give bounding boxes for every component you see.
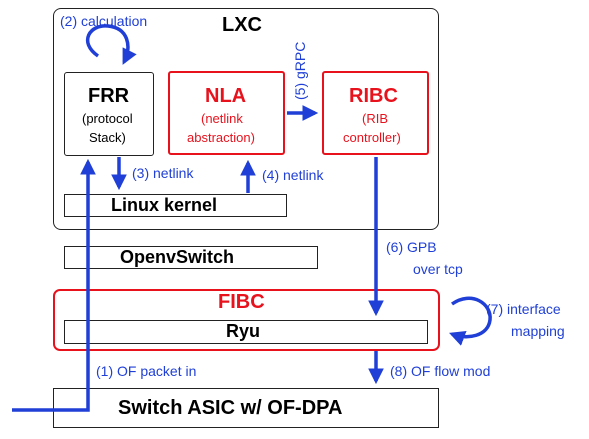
step-label-of-flow-mod: (8) OF flow mod <box>390 363 491 379</box>
frr-title: FRR <box>88 85 130 107</box>
nla-box <box>168 71 285 155</box>
step-label-of-packet-in: (1) OF packet in <box>96 363 197 379</box>
frr-box <box>64 72 154 156</box>
nla-title: NLA <box>205 85 247 107</box>
step-label-interface-mapping-line1: (7) interface <box>486 301 561 317</box>
switch-asic-title: Switch ASIC w/ OF-DPA <box>118 397 343 419</box>
frr-subtitle-line1: (protocol <box>82 111 133 126</box>
fibc-title: FIBC <box>218 291 265 313</box>
step-label-gpb-line2: over tcp <box>413 261 463 277</box>
nla-subtitle-line2: abstraction) <box>187 130 255 145</box>
openvswitch-title: OpenvSwitch <box>120 247 235 267</box>
frr-subtitle-line2: Stack) <box>89 130 126 145</box>
ribc-subtitle-line2: controller) <box>343 130 401 145</box>
lxc-title: LXC <box>222 14 262 36</box>
ribc-subtitle-line1: (RIB <box>362 111 388 126</box>
ribc-title: RIBC <box>349 85 398 107</box>
arrow-interface-mapping-loop <box>449 296 492 346</box>
step-label-netlink-3: (3) netlink <box>132 165 194 181</box>
nla-subtitle-line1: (netlink <box>201 111 243 126</box>
lxc-container <box>53 8 439 230</box>
step-label-interface-mapping-line2: mapping <box>511 323 565 339</box>
step-label-gpb-line1: (6) GPB <box>386 239 437 255</box>
ryu-title: Ryu <box>226 321 261 341</box>
step-label-calculation: (2) calculation <box>60 13 148 29</box>
linux-kernel-title: Linux kernel <box>111 195 218 215</box>
step-label-netlink-4: (4) netlink <box>262 167 324 183</box>
step-label-grpc: (5) gRPC <box>292 41 308 100</box>
ribc-box <box>322 71 429 155</box>
